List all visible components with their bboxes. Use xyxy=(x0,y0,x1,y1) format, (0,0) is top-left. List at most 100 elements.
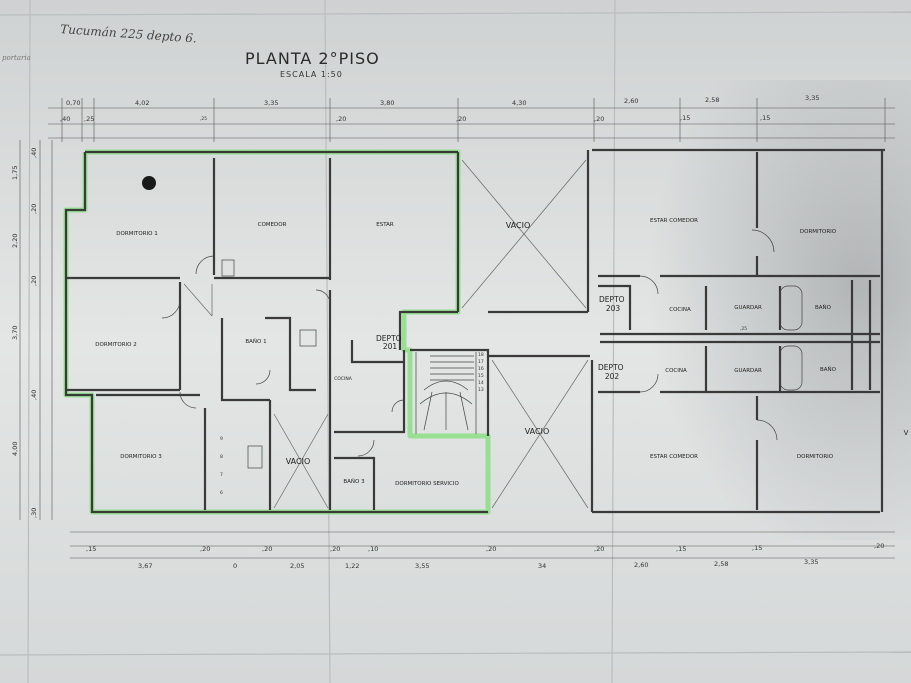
dim-bottom-6: 2,60 xyxy=(634,561,648,569)
dim-wall-0: ,40 xyxy=(60,115,70,123)
dim-bwall-5: ,20 xyxy=(486,545,496,553)
small-mark-1: ,25 xyxy=(200,116,207,122)
dim-bottom-1: 0 xyxy=(233,562,237,570)
step-18: 18 xyxy=(478,352,484,358)
dim-left-6: ,40 xyxy=(30,390,38,400)
label-cocina-202: COCINA xyxy=(665,368,687,374)
walls xyxy=(64,148,885,514)
label-estar: ESTAR xyxy=(376,222,394,228)
label-bano-203: BAÑO xyxy=(815,304,832,311)
label-depto-202: DEPTO 202 xyxy=(598,363,626,381)
bottom-dimensions: ,15 ,20 ,20 ,20 ,10 ,20 ,20 ,15 ,15 ,20 … xyxy=(86,542,884,570)
dim-wall-4: ,20 xyxy=(594,115,604,123)
label-dormitorio-202: DORMITORIO xyxy=(797,454,834,460)
dim-left-3: 2,20 xyxy=(11,234,19,248)
label-cocina-203: COCINA xyxy=(669,307,691,313)
step-16: 16 xyxy=(478,366,484,372)
dim-top-4: 4,30 xyxy=(512,99,526,107)
top-dimensions: 0,70 4,02 3,35 3,80 4,30 2,60 2,58 3,35 … xyxy=(60,94,819,123)
dim-top-5: 2,60 xyxy=(624,97,638,105)
top-dimension-lines xyxy=(48,98,895,142)
label-dormitorio-servicio: DORMITORIO SERVICIO xyxy=(395,481,459,487)
plan-scale: ESCALA 1:50 xyxy=(280,70,343,79)
room-labels: DORMITORIO 1 COMEDOR ESTAR VACIO ESTAR C… xyxy=(95,218,908,487)
label-side-letter: V xyxy=(904,429,909,437)
dim-left-4: ,20 xyxy=(30,276,38,286)
depto-201-line1: DEPTO xyxy=(376,334,402,343)
label-dormitorio-1: DORMITORIO 1 xyxy=(116,231,157,237)
dim-bwall-3: ,20 xyxy=(330,545,340,553)
label-vacio-left: VACIO xyxy=(286,457,311,466)
left-dimension-lines xyxy=(19,140,53,520)
dim-wall-3: ,20 xyxy=(456,115,466,123)
dim-bottom-2: 2,05 xyxy=(290,562,304,570)
void-diagonals xyxy=(183,159,589,509)
staircase xyxy=(221,259,803,469)
label-comedor: COMEDOR xyxy=(258,222,287,228)
label-vacio-mid: VACIO xyxy=(525,427,550,436)
step-9: 9 xyxy=(220,436,223,442)
step-13: 13 xyxy=(478,387,484,393)
dim-bwall-0: ,15 xyxy=(86,545,96,553)
step-7: 7 xyxy=(220,472,223,478)
depto-201-line2: 201 xyxy=(383,342,398,351)
dim-bottom-8: 3,35 xyxy=(804,558,818,566)
label-dormitorio-3: DORMITORIO 3 xyxy=(120,454,162,460)
dim-bwall-6: ,20 xyxy=(594,545,604,553)
dim-bwall-1: ,20 xyxy=(200,545,210,553)
small-mark-0: ,25 xyxy=(740,326,747,332)
step-17: 17 xyxy=(478,359,484,365)
door-swings xyxy=(161,229,778,457)
dim-left-8: ,30 xyxy=(30,508,38,518)
dim-left-0: ,40 xyxy=(30,148,38,158)
dim-left-5: 3,70 xyxy=(11,326,19,340)
dim-bwall-4: ,10 xyxy=(368,545,378,553)
dim-wall-6: ,15 xyxy=(760,114,770,122)
dim-bottom-7: 2,58 xyxy=(714,560,728,568)
depto-202-line2: 202 xyxy=(605,372,620,381)
step-15: 15 xyxy=(478,373,484,379)
label-guardar-202: GUARDAR xyxy=(734,368,762,374)
label-bano-3: BAÑO 3 xyxy=(343,478,365,485)
label-depto-201: DEPTO 201 xyxy=(376,334,404,351)
dim-top-6: 2,58 xyxy=(705,96,719,104)
label-vacio-top: VACIO xyxy=(506,221,531,230)
label-dormitorio-2: DORMITORIO 2 xyxy=(95,342,136,348)
dim-top-0: 0,70 xyxy=(66,99,80,107)
step-14: 14 xyxy=(478,380,484,386)
dim-wall-1: ,25 xyxy=(84,115,94,123)
step-6: 6 xyxy=(220,490,223,496)
stair-step-numbers: 18 17 16 15 14 13 9 8 7 6 ,25 ,25 xyxy=(200,116,747,496)
depto-labels: DEPTO 201 DEPTO 203 DEPTO 202 xyxy=(376,295,627,381)
plan-title: PLANTA 2°PISO xyxy=(245,49,380,68)
dim-top-3: 3,80 xyxy=(380,99,394,107)
dim-wall-2: ,20 xyxy=(336,115,346,123)
left-dimensions: ,40 1,75 ,20 2,20 ,20 3,70 ,40 4,00 ,30 xyxy=(11,148,38,518)
depto-203-line2: 203 xyxy=(606,304,621,313)
depto-202-line1: DEPTO xyxy=(598,363,624,372)
ink-blot xyxy=(142,176,156,190)
dim-wall-5: ,15 xyxy=(680,114,690,122)
label-estar-comedor-203: ESTAR COMEDOR xyxy=(650,218,698,224)
label-estar-comedor-202: ESTAR COMEDOR xyxy=(650,454,698,460)
dim-bottom-3: 1,22 xyxy=(345,562,359,570)
label-bano-202: BAÑO xyxy=(820,366,837,373)
label-dormitorio-203: DORMITORIO xyxy=(800,229,837,235)
dim-bottom-0: 3,67 xyxy=(138,562,152,570)
step-8: 8 xyxy=(220,454,223,460)
dim-top-1: 4,02 xyxy=(135,99,149,107)
dim-left-7: 4,00 xyxy=(11,442,19,456)
dim-bwall-2: ,20 xyxy=(262,545,272,553)
dim-bottom-4: 3,55 xyxy=(415,562,429,570)
bottom-dimension-lines xyxy=(70,531,895,559)
label-depto-203: DEPTO 203 xyxy=(599,295,627,313)
dim-left-1: 1,75 xyxy=(11,166,19,180)
depto-203-line1: DEPTO xyxy=(599,295,625,304)
label-bano-1: BAÑO 1 xyxy=(245,338,266,345)
dim-bwall-8: ,15 xyxy=(752,544,762,552)
dim-top-7: 3,35 xyxy=(805,94,819,102)
dim-left-2: ,20 xyxy=(30,204,38,214)
label-guardar-203: GUARDAR xyxy=(734,305,762,311)
